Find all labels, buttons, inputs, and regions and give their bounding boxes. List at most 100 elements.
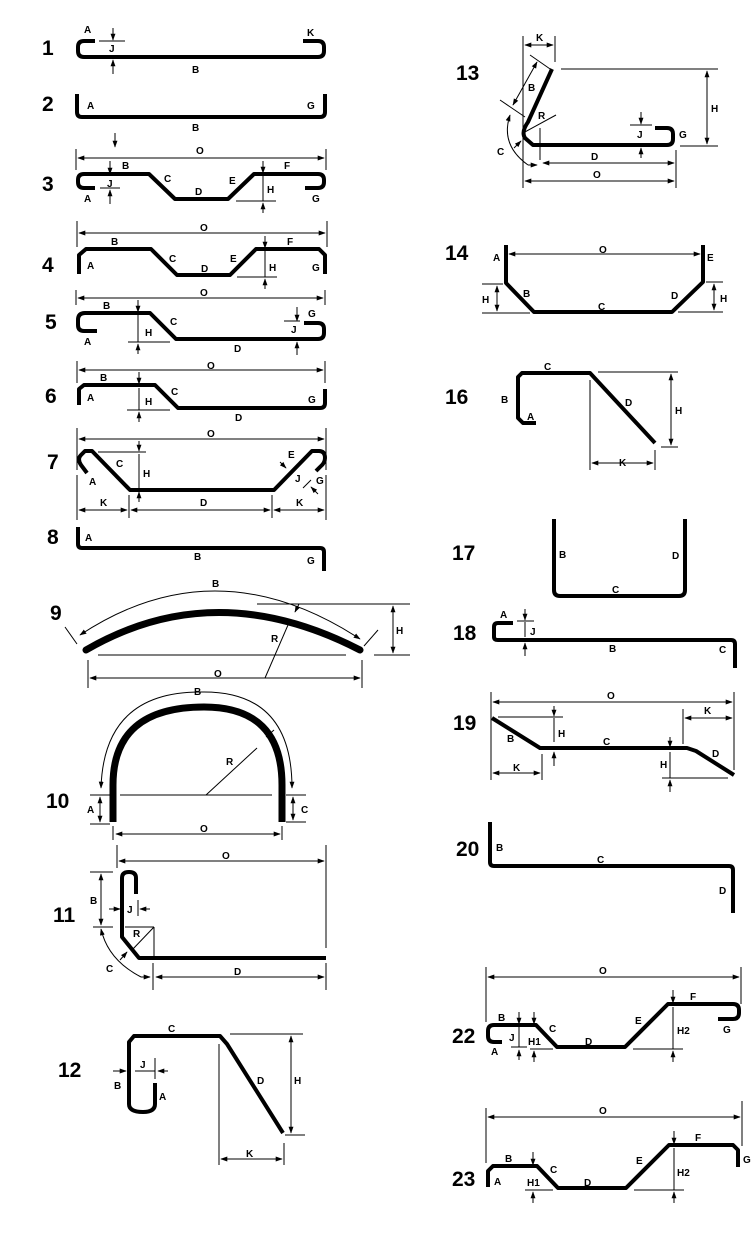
dim-label-b: B bbox=[100, 373, 107, 384]
profile-number: 23 bbox=[452, 1168, 475, 1191]
dim-label-r: R bbox=[538, 111, 546, 122]
dim-label-d: D bbox=[235, 413, 242, 424]
dim-label-h-right: H bbox=[660, 760, 667, 771]
dim-label-a: A bbox=[87, 261, 94, 272]
dim-label-b: B bbox=[114, 1081, 121, 1092]
dim-label-o: O bbox=[599, 966, 607, 977]
dim-label-c: C bbox=[597, 855, 604, 866]
dim-label-r: R bbox=[226, 757, 234, 768]
dim-label-a: A bbox=[84, 194, 91, 205]
dim-label-r: R bbox=[133, 929, 141, 940]
dim-label-c: C bbox=[544, 362, 551, 373]
dim-label-j: J bbox=[140, 1060, 146, 1071]
dim-label-a: A bbox=[500, 610, 507, 621]
dim-label-k-left: K bbox=[513, 763, 521, 774]
dim-label-k: K bbox=[536, 33, 544, 44]
profile-12: 12 C J B A D H K bbox=[58, 1024, 305, 1165]
dim-label-j: J bbox=[107, 179, 113, 190]
dim-label-h1: H1 bbox=[528, 1037, 541, 1048]
profile-number: 9 bbox=[50, 602, 62, 625]
profile-shape bbox=[552, 519, 687, 598]
dim-label-j: J bbox=[637, 130, 643, 141]
dim-label-c: C bbox=[549, 1024, 556, 1035]
dim-label-h: H bbox=[269, 263, 276, 274]
dim-label-a: A bbox=[87, 101, 94, 112]
dim-label-b: B bbox=[559, 550, 566, 561]
dim-label-h2: H2 bbox=[677, 1026, 690, 1037]
profile-20: 20 B C D bbox=[456, 822, 735, 913]
dim-label-d: D bbox=[257, 1076, 264, 1087]
dim-label-e: E bbox=[635, 1016, 642, 1027]
profile-number: 11 bbox=[53, 904, 76, 927]
dim-label-b: B bbox=[194, 552, 201, 563]
dim-label-j: J bbox=[530, 627, 536, 638]
profile-16: 16 C B A D H K bbox=[445, 362, 682, 470]
dim-label-g: G bbox=[316, 476, 324, 487]
dim-label-e: E bbox=[707, 253, 714, 264]
dim-label-c: C bbox=[598, 302, 605, 313]
dim-label-b: B bbox=[523, 289, 530, 300]
dim-label-g: G bbox=[679, 130, 687, 141]
dim-label-e: E bbox=[636, 1156, 643, 1167]
dim-label-g: G bbox=[312, 263, 320, 274]
dim-label-b: B bbox=[505, 1154, 512, 1165]
profile-shape bbox=[521, 68, 675, 147]
profile-number: 1 bbox=[42, 37, 54, 60]
profile-shape bbox=[504, 245, 705, 314]
dim-label-d: D bbox=[671, 291, 678, 302]
dim-label-b: B bbox=[194, 687, 201, 698]
dim-label-a: A bbox=[89, 477, 96, 488]
dim-label-h: H bbox=[143, 469, 150, 480]
dim-label-c: C bbox=[106, 964, 113, 975]
dim-label-f: F bbox=[284, 161, 290, 172]
profile-8: 8 A B G bbox=[47, 526, 326, 571]
dim-label-a: A bbox=[527, 412, 534, 423]
profile-number: 6 bbox=[45, 385, 57, 408]
dim-label-d: D bbox=[201, 264, 208, 275]
profile-shape bbox=[77, 449, 327, 492]
dim-label-g: G bbox=[308, 309, 316, 320]
dim-label-d: D bbox=[712, 749, 719, 760]
dim-label-b: B bbox=[496, 843, 503, 854]
dim-label-h-right: H bbox=[720, 294, 727, 305]
dim-label-c: C bbox=[497, 147, 504, 158]
profile-shape bbox=[76, 311, 326, 341]
dim-label-b: B bbox=[192, 65, 199, 76]
profile-shape bbox=[516, 371, 657, 445]
profile-shape bbox=[488, 822, 735, 913]
profile-number: 12 bbox=[58, 1059, 81, 1082]
profile-shape bbox=[77, 383, 327, 410]
profile-14: 14 A O E H B C D H bbox=[445, 242, 727, 314]
dim-label-b: B bbox=[507, 734, 514, 745]
dim-label-d: D bbox=[585, 1037, 592, 1048]
dim-label-c: C bbox=[170, 317, 177, 328]
dim-label-b: B bbox=[498, 1013, 505, 1024]
dim-label-d: D bbox=[234, 967, 241, 978]
dim-label-g: G bbox=[307, 101, 315, 112]
dim-label-h-left: H bbox=[558, 729, 565, 740]
profile-13: 13 K B R H J G C D O bbox=[456, 33, 718, 188]
dim-label-k: K bbox=[619, 458, 627, 469]
dim-label-d: D bbox=[719, 886, 726, 897]
profile-19: 19 O K H B C D H K bbox=[453, 691, 736, 792]
dim-label-d: D bbox=[672, 551, 679, 562]
dim-label-k-right: K bbox=[296, 498, 304, 509]
profile-shape bbox=[492, 621, 737, 668]
dim-label-o: O bbox=[200, 288, 208, 299]
profile-number: 17 bbox=[452, 542, 475, 565]
dim-label-o: O bbox=[207, 361, 215, 372]
dim-label-c: C bbox=[301, 805, 308, 816]
dim-label-o: O bbox=[607, 691, 615, 702]
profile-number: 4 bbox=[42, 254, 54, 277]
dim-label-j: J bbox=[295, 474, 301, 485]
profile-shape bbox=[77, 247, 327, 277]
profile-number: 5 bbox=[45, 311, 57, 334]
profile-number: 16 bbox=[445, 386, 468, 409]
dim-label-c: C bbox=[603, 737, 610, 748]
dim-label-c: C bbox=[116, 459, 123, 470]
profile-number: 7 bbox=[47, 451, 59, 474]
profile-number: 19 bbox=[453, 712, 476, 735]
dim-label-b: B bbox=[90, 896, 97, 907]
dim-label-b: B bbox=[103, 301, 110, 312]
